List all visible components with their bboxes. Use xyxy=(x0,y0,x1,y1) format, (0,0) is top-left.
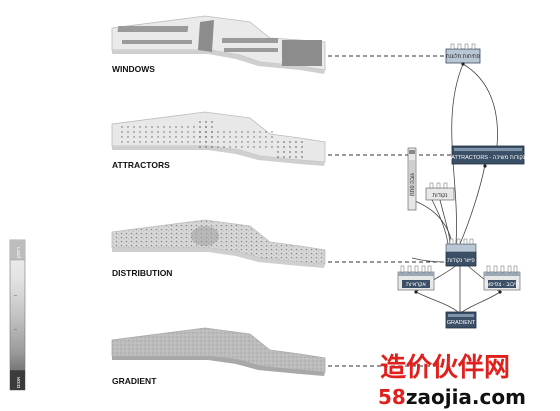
watermark-url-prefix: 58 xyxy=(378,385,406,409)
svg-text:ו: ו xyxy=(13,295,19,296)
watermark-cn: 造价伙伴网 xyxy=(380,353,510,383)
node-windows[interactable]: פתיחות חלונות xyxy=(445,43,481,66)
node-distribution[interactable]: פיזור נקודות xyxy=(445,238,477,267)
watermark-url-rest: zaojia.com xyxy=(406,385,526,409)
node-attractors[interactable]: ATTRACTORS - נקודות משיכה xyxy=(451,145,525,168)
node-attractors-label: ATTRACTORS - נקודות משיכה xyxy=(451,155,525,161)
distribution-slab xyxy=(111,219,326,268)
node-right[interactable]: סיבוב - צפיפות xyxy=(483,265,521,294)
dashed-connectors xyxy=(328,55,452,367)
node-left-label: אקראיות xyxy=(406,282,426,288)
legend-top-label: ריסוק xyxy=(16,246,22,258)
node-right-label: סיבוב - צפיפות xyxy=(485,282,519,288)
row-label-distribution: DISTRIBUTION xyxy=(112,268,172,278)
node-left[interactable]: אקראיות xyxy=(397,265,435,294)
node-gradient[interactable]: GRADIENT xyxy=(445,311,477,329)
node-gradient-label: GRADIENT xyxy=(447,320,476,326)
row-label-gradient: GRADIENT xyxy=(112,376,157,386)
node-distribution-label: פיזור נקודות xyxy=(447,258,475,264)
row-label-attractors: ATTRACTORS xyxy=(112,160,170,170)
node-small-label: נקודות xyxy=(433,193,448,199)
legend-bottom-label: אטום xyxy=(16,376,22,388)
svg-text:ו: ו xyxy=(13,329,19,330)
legend-bar: ריסוק אטום ו ו xyxy=(9,239,26,391)
watermark-url: 58zaojia.com xyxy=(378,385,526,409)
node-list-label: גובה פתח xyxy=(410,172,416,196)
node-small[interactable]: נקודות xyxy=(425,182,455,201)
attractors-slab xyxy=(111,111,326,166)
node-list[interactable]: גובה פתח xyxy=(407,147,417,211)
windows-slab xyxy=(111,15,326,74)
watermark: 造价伙伴网 58zaojia.com xyxy=(378,353,526,409)
row-label-windows: WINDOWS xyxy=(112,64,155,74)
node-windows-label: פתיחות חלונות xyxy=(446,53,481,60)
gradient-slab xyxy=(111,327,326,376)
